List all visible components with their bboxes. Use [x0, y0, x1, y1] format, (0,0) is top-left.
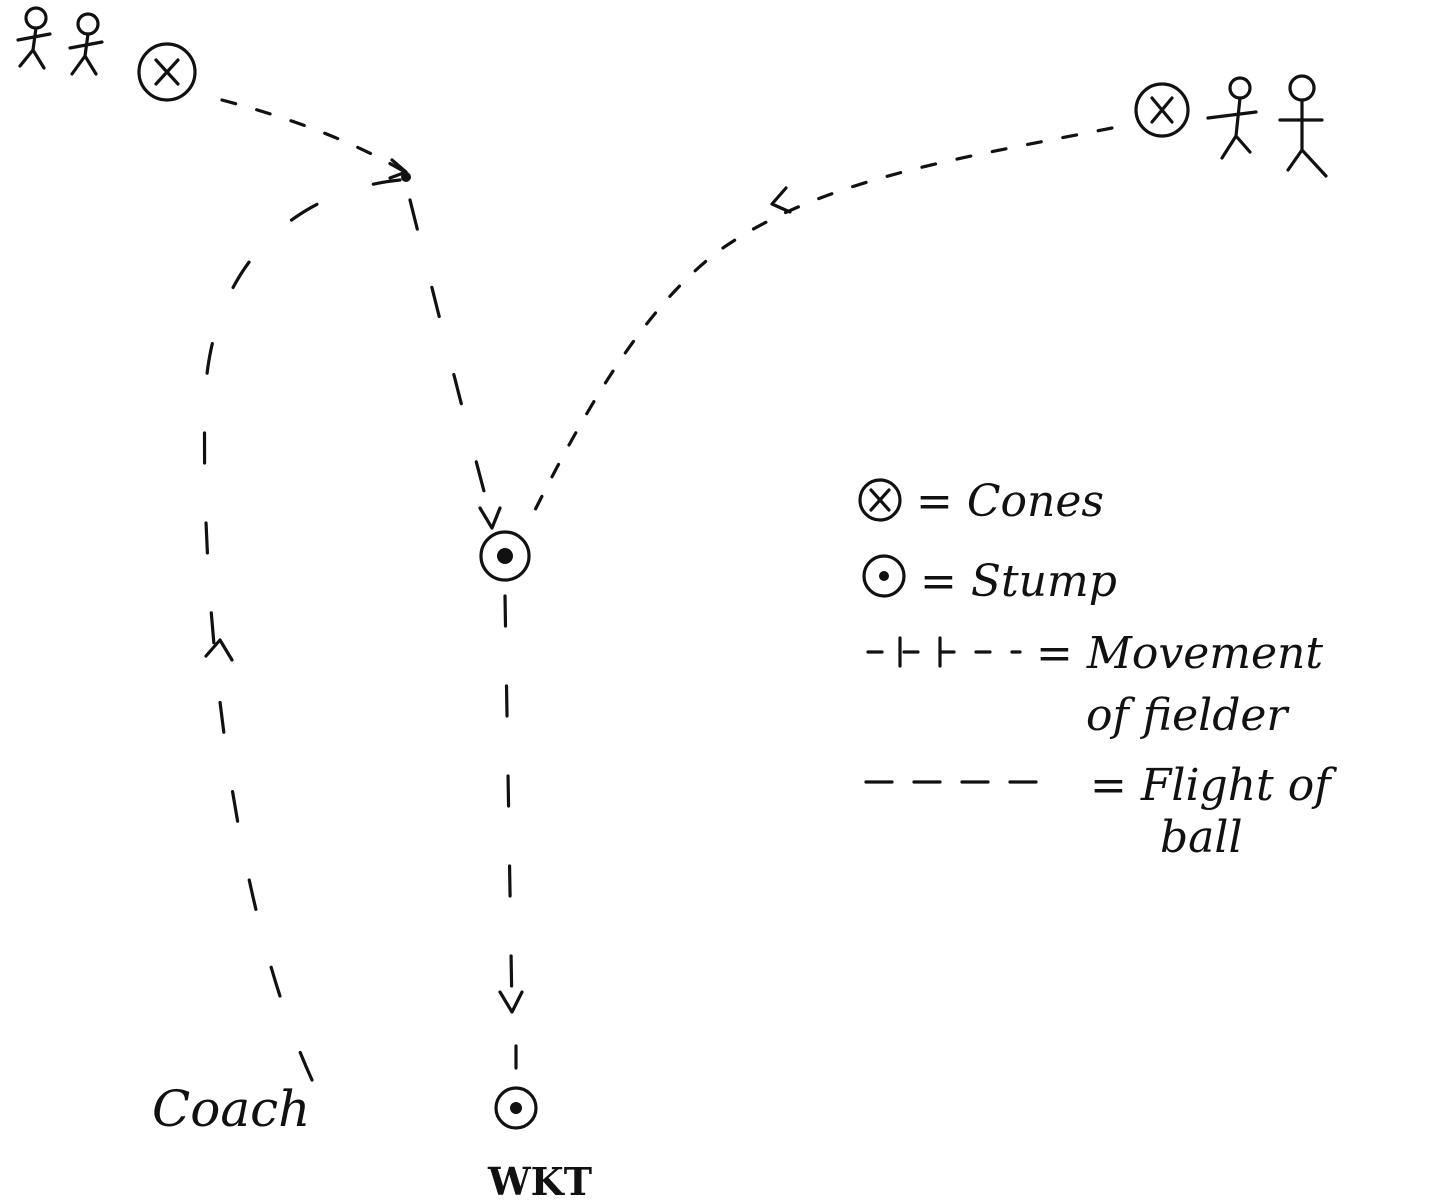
- legend: = Cones = Stump = Movement of fielder = …: [858, 476, 1337, 863]
- wicket-label: WKT: [487, 1159, 592, 1200]
- stump-icon-wicket: [494, 1044, 538, 1130]
- ball-flight-path-coach: [202, 178, 402, 1082]
- catch-point-top: [401, 172, 411, 182]
- coach-label: Coach: [152, 1080, 310, 1138]
- legend-stump-icon: [862, 554, 906, 598]
- ball-flight-arrowhead-up: [204, 638, 234, 662]
- legend-cone-icon: [858, 478, 902, 522]
- legend-flight-text: = Flight of: [1090, 760, 1337, 811]
- fielder-movement-path-left: [220, 98, 407, 174]
- ball-flight-path-to-stump: [408, 198, 495, 527]
- legend-movement-text-2: of fielder: [1086, 690, 1290, 741]
- legend-flight-text-2: ball: [1160, 812, 1243, 863]
- fielder-figure-top-right-2: [1278, 74, 1328, 178]
- cone-icon-top-left: [137, 42, 197, 102]
- fielder-figure-top-right-1: [1206, 76, 1258, 160]
- legend-movement-text: = Movement: [1036, 628, 1323, 679]
- ball-flight-arrowhead-stump: [478, 506, 502, 530]
- fielder-movement-path-right: [528, 126, 1114, 522]
- legend-stump-text: = Stump: [920, 556, 1117, 607]
- movement-arrowhead-right: [770, 186, 792, 214]
- fielder-figure-top-left-2: [68, 12, 104, 76]
- cone-icon-top-right: [1134, 82, 1190, 138]
- fielder-figure-top-left-1: [16, 6, 52, 70]
- ball-flight-arrowhead-wicket: [498, 990, 524, 1014]
- legend-cones-text: = Cones: [916, 476, 1104, 527]
- ball-flight-path-to-wicket: [503, 594, 514, 1012]
- stump-icon-middle: [479, 530, 531, 582]
